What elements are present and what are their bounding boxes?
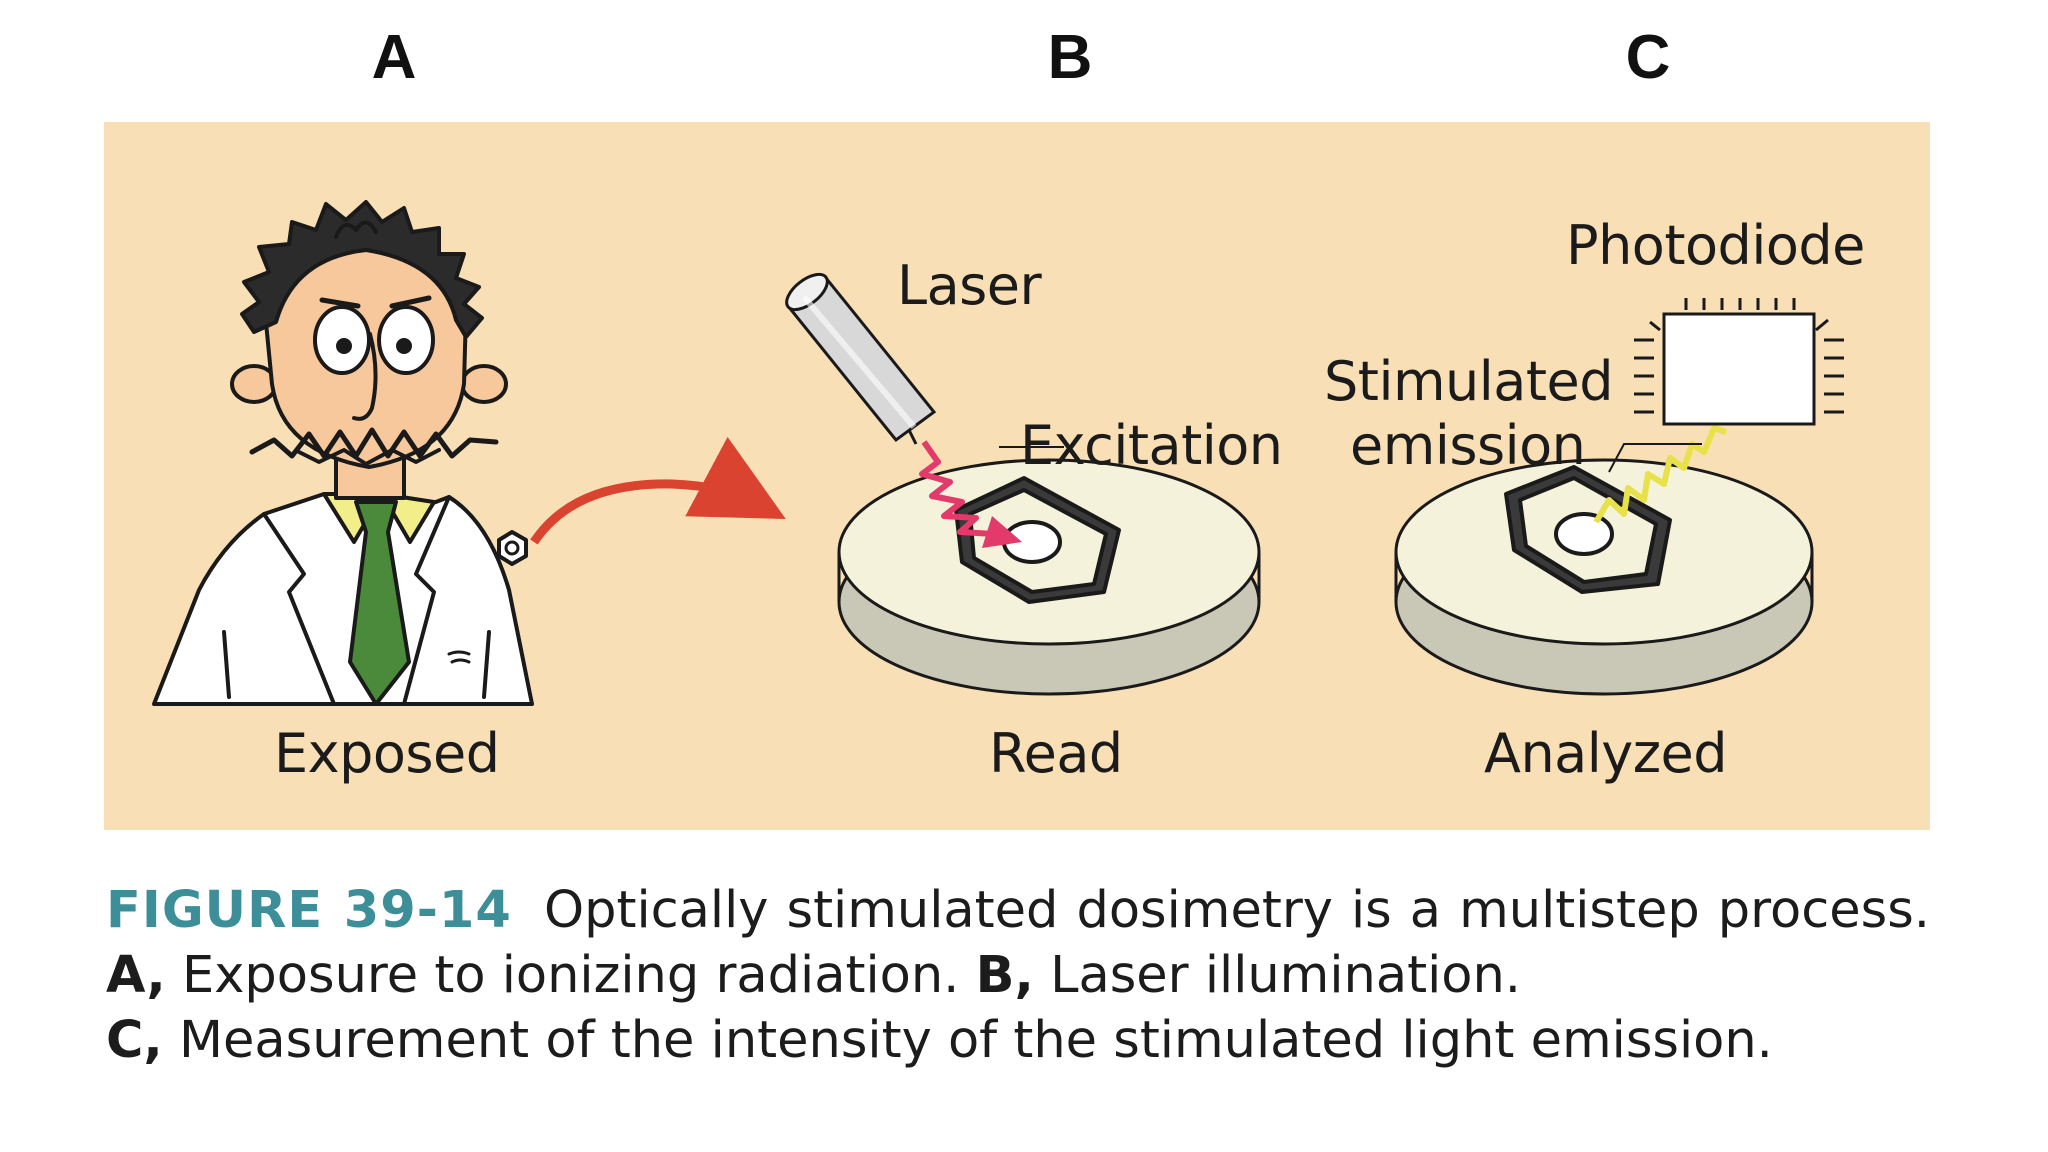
illustration-drawing — [152, 200, 1844, 706]
panel-letter-b: B — [1047, 23, 1093, 92]
caption-text-c: Measurement of the intensity of the stim… — [179, 1011, 1773, 1070]
caption-text-a: Exposure to ionizing radiation. — [182, 946, 960, 1005]
panel-letter-c: C — [1625, 23, 1671, 92]
figure-caption: FIGURE 39-14 Optically stimulated dosime… — [106, 878, 1930, 1073]
caption-marker-b: B, — [975, 946, 1034, 1005]
panel-letter-a: A — [371, 23, 417, 92]
scientist-figure — [152, 200, 534, 706]
photodiode-label: Photodiode — [1566, 214, 1865, 277]
panel-b-label: Read — [989, 722, 1123, 785]
excitation-label: Excitation — [1020, 414, 1283, 477]
emission-label: emission — [1350, 414, 1586, 477]
photodiode-sensor — [1634, 298, 1844, 426]
crystal-hexagon-b — [954, 476, 1121, 604]
laser-device — [785, 272, 937, 445]
laser-label: Laser — [897, 254, 1042, 317]
panel-a-label: Exposed — [274, 722, 500, 785]
panel-c-label: Analyzed — [1484, 722, 1728, 785]
caption-marker-a: A, — [106, 946, 166, 1005]
caption-marker-c: C, — [106, 1011, 163, 1070]
caption-text-b: Laser illumination. — [1050, 946, 1522, 1005]
stimulated-label: Stimulated — [1324, 350, 1614, 413]
excitation-beam — [919, 440, 1064, 548]
caption-intro: Optically stimulated dosimetry is a mult… — [543, 881, 1930, 940]
transfer-arrow — [530, 436, 786, 545]
dosimetry-illustration: Laser Excitation Photodiode Stimulated e… — [104, 122, 1930, 830]
figure-number: FIGURE 39-14 — [106, 881, 512, 940]
